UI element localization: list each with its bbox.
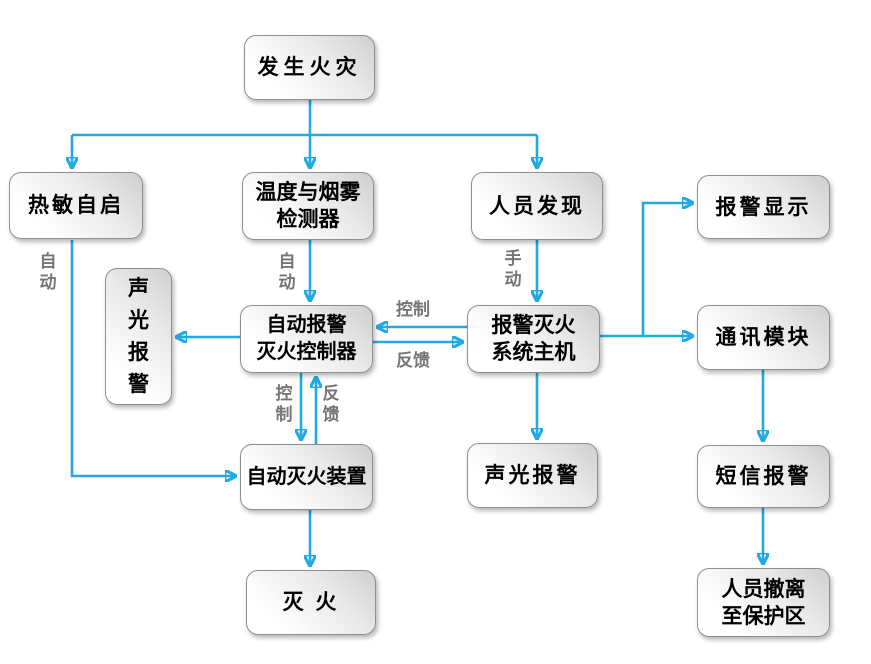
node-evacuate-label: 人员撤离 至保护区 (721, 577, 806, 628)
edge-label-feedback-horizontal: 反馈 (396, 351, 430, 370)
node-alarm-host-label: 报警灭火 系统主机 (491, 314, 576, 364)
node-sound-light-alarm-left: 声 光 报 警 (105, 268, 172, 405)
node-auto-extinguish-device: 自动灭火装置 (240, 444, 373, 510)
node-extinguish-label: 灭 火 (282, 591, 340, 614)
node-fire-occurs: 发生火灾 (244, 35, 375, 100)
edge-label-control-horizontal: 控制 (396, 300, 430, 319)
node-personnel-discovery-label: 人员发现 (489, 194, 585, 218)
edge-label-feedback-vertical: 反 馈 (322, 384, 340, 424)
edge-thermal-to-device (70, 240, 235, 476)
node-auto-alarm-controller: 自动报警 灭火控制器 (240, 305, 373, 373)
node-thermal-self-start: 热敏自启 (9, 172, 143, 239)
node-alarm-host: 报警灭火 系统主机 (467, 305, 600, 373)
edge-label-auto-left: 自 动 (39, 252, 57, 292)
node-alarm-display: 报警显示 (697, 175, 830, 239)
node-evacuate: 人员撤离 至保护区 (697, 568, 830, 637)
node-comm-module: 通讯模块 (697, 305, 830, 370)
node-extinguish: 灭 火 (246, 570, 376, 635)
edge-label-control-vertical: 控 制 (275, 384, 293, 424)
node-alarm-display-label: 报警显示 (715, 195, 812, 219)
edge-host-to-alarm-display (600, 203, 692, 338)
node-sound-light-alarm-mid-label: 声光报警 (484, 464, 581, 487)
node-temp-smoke-detector: 温度与烟雾 检测器 (242, 172, 374, 240)
node-thermal-self-start-label: 热敏自启 (28, 194, 124, 217)
node-auto-extinguish-device-label: 自动灭火装置 (246, 465, 367, 488)
node-sound-light-alarm-mid: 声光报警 (467, 443, 598, 508)
edge-label-auto-mid: 自 动 (278, 252, 296, 292)
node-personnel-discovery: 人员发现 (471, 172, 603, 240)
node-sound-light-alarm-left-label: 声 光 报 警 (128, 276, 149, 396)
edge-label-manual: 手 动 (504, 249, 522, 289)
node-sms-alarm: 短信报警 (697, 445, 830, 508)
node-temp-smoke-detector-label: 温度与烟雾 检测器 (255, 181, 361, 231)
node-comm-module-label: 通讯模块 (715, 326, 812, 349)
node-sms-alarm-label: 短信报警 (715, 465, 812, 488)
node-fire-occurs-label: 发生火灾 (257, 56, 362, 79)
node-auto-alarm-controller-label: 自动报警 灭火控制器 (256, 314, 357, 363)
